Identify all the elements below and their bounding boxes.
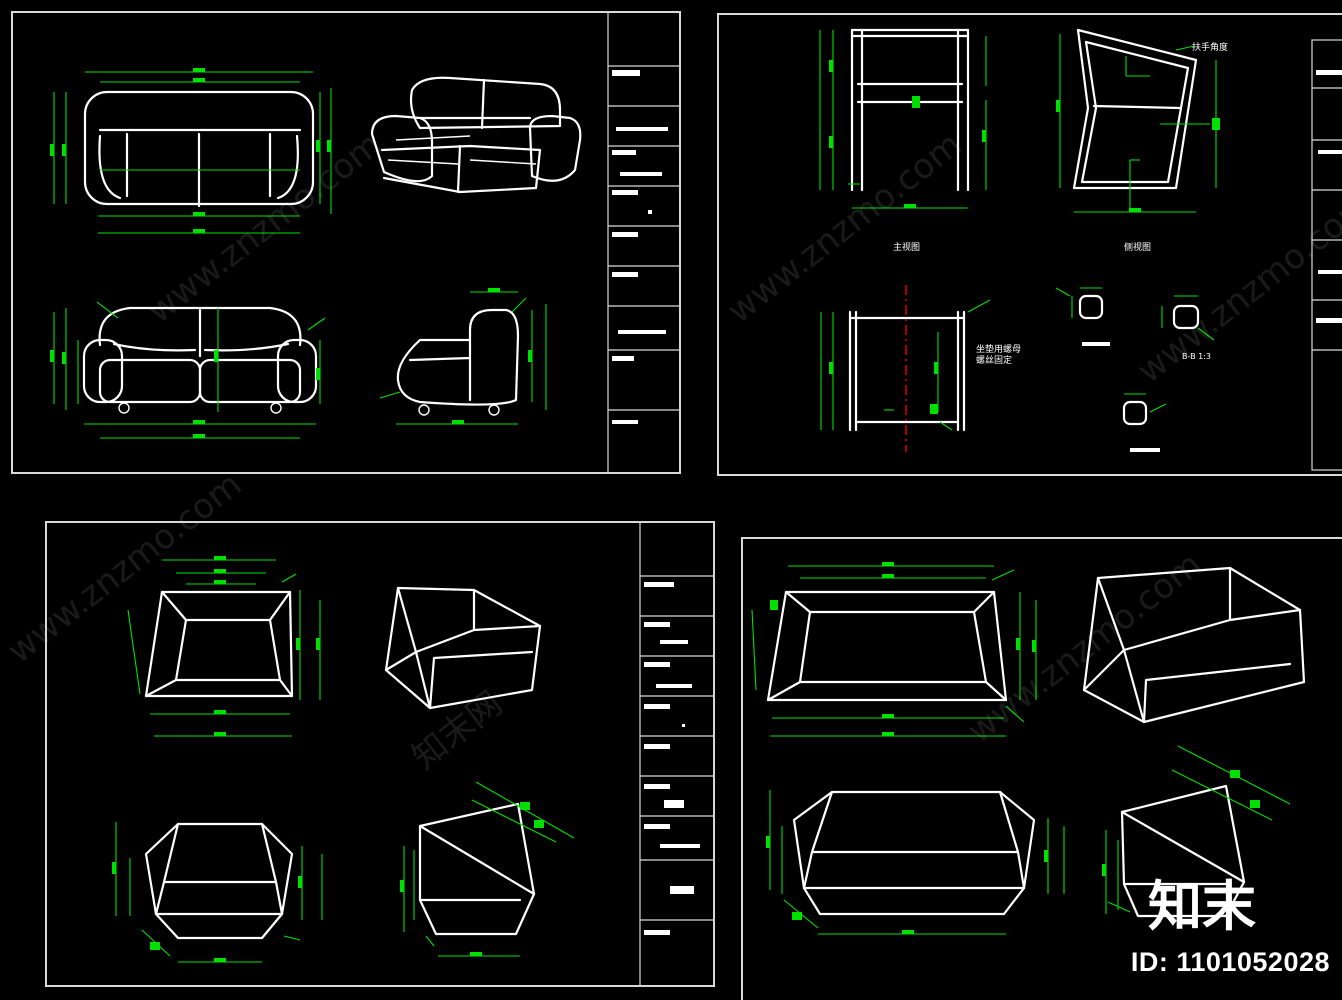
faceted-sofa-side-view <box>1102 745 1291 918</box>
chair-seat-section <box>820 285 991 452</box>
side-view-label: 侧视图 <box>1124 243 1152 253</box>
sheet-3-faceted-armchair <box>45 521 715 987</box>
sofa-iso-view <box>370 76 582 194</box>
sheet-1-title-block <box>608 65 680 424</box>
sheet-2-title-block <box>1312 70 1342 351</box>
sheet-1-rounded-sofa <box>11 11 681 474</box>
sheet-3-title-block <box>640 575 714 935</box>
armchair-front-view <box>112 822 323 963</box>
seat-note-line2: 螺丝固定 <box>976 356 1013 366</box>
armrest-note: 扶手角度 <box>1192 43 1229 53</box>
sofa-front-view <box>50 301 326 439</box>
sofa-side-view <box>379 288 547 425</box>
armchair-iso-view <box>384 586 542 710</box>
sofa-top-view <box>50 68 332 234</box>
seat-note-line1: 坐垫用螺母 <box>976 345 1022 355</box>
faceted-sofa-top-view <box>751 562 1037 737</box>
armchair-side-view <box>400 781 575 957</box>
front-view-label: 主视图 <box>893 243 921 253</box>
tube-section-details <box>1055 287 1215 452</box>
sheet-4-faceted-sofa <box>741 537 1342 1000</box>
sheet-2-frame-chair <box>717 13 1342 476</box>
armchair-top-view <box>127 556 321 737</box>
faceted-sofa-front-view <box>766 790 1065 935</box>
chair-side-view <box>1056 28 1220 213</box>
brand-logo-text: 知末 <box>1148 875 1256 938</box>
faceted-sofa-iso-view <box>1082 566 1306 724</box>
image-id: ID: 1101052028 <box>1130 947 1330 977</box>
chair-front-view <box>819 28 987 209</box>
section-label: B-B 1:3 <box>1182 352 1211 361</box>
